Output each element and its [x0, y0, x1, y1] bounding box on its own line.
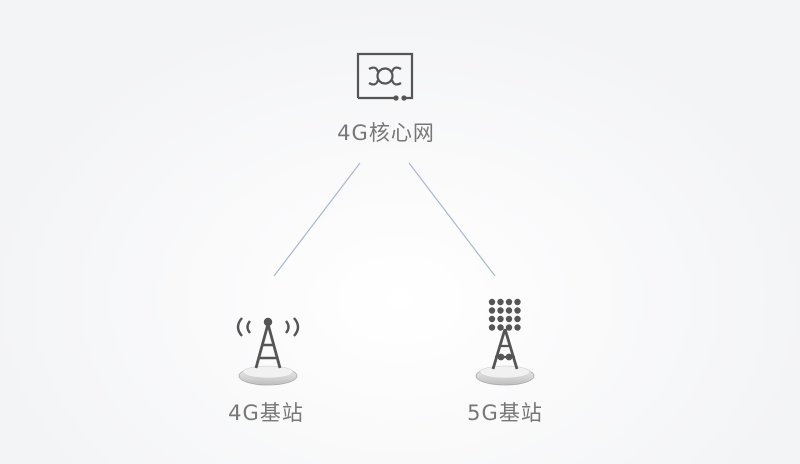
- edge-core-to-4g: [273, 162, 361, 277]
- edge-core-to-5g: [408, 162, 496, 277]
- label-5g-base-station: 5G基站: [467, 401, 543, 425]
- label-core-network: 4G核心网: [337, 121, 435, 145]
- core-network-icon: [356, 52, 414, 101]
- 4g-tower-icon: [236, 317, 300, 386]
- 5g-tower-icon: [475, 298, 535, 386]
- label-4g-base-station: 4G基站: [228, 401, 304, 425]
